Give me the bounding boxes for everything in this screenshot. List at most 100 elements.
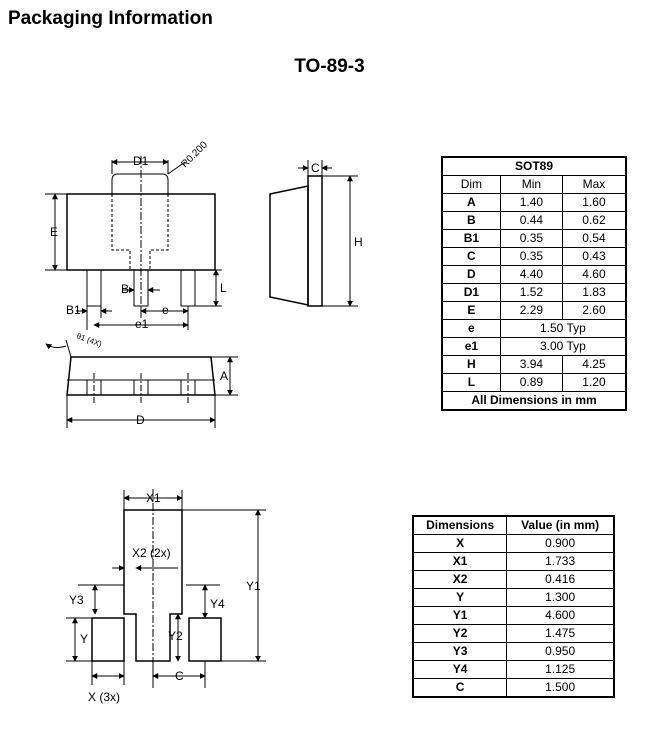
label-x3: X (3x) <box>88 690 120 704</box>
dim-cell: C <box>441 247 501 266</box>
label-e1: e1 <box>135 317 149 331</box>
label-a: A <box>220 369 228 383</box>
dim-cell: Y3 <box>412 642 508 661</box>
min-cell: 0.35 <box>499 247 563 266</box>
value-cell: 1.500 <box>506 678 615 698</box>
column-header: Max <box>561 175 627 194</box>
side-view-body <box>269 185 309 306</box>
value-cell: 0.900 <box>506 534 615 553</box>
value-cell: 1.300 <box>506 588 615 607</box>
label-theta: θ1 (4X) <box>75 331 103 349</box>
max-cell: 1.83 <box>561 283 627 302</box>
label-x2: X2 (2x) <box>132 546 171 560</box>
label-d1: D1 <box>133 154 149 168</box>
label-r: R0.200 <box>179 139 210 170</box>
dim-cell: Y1 <box>412 606 508 625</box>
label-y4: Y4 <box>210 597 225 611</box>
min-cell: 0.89 <box>499 373 563 392</box>
max-cell: 0.54 <box>561 229 627 248</box>
max-cell: 1.60 <box>561 193 627 212</box>
dim-cell: Y4 <box>412 660 508 679</box>
table-header-row: Dimensions Value (in mm) <box>412 515 615 535</box>
land-left-pad <box>91 617 125 662</box>
label-y1: Y1 <box>246 579 261 593</box>
value-cell: 0.416 <box>506 570 615 589</box>
dim-cell: X1 <box>412 552 508 571</box>
label-l: L <box>220 281 227 295</box>
value-cell: 0.950 <box>506 642 615 661</box>
package-title: TO-89-3 <box>294 56 365 77</box>
land-right-pad <box>188 617 222 662</box>
label-y: Y <box>80 632 88 646</box>
dim-cell: C <box>412 678 508 698</box>
dim-cell: D1 <box>441 283 501 302</box>
label-b1: B1 <box>66 303 81 317</box>
min-cell: 0.35 <box>499 229 563 248</box>
min-cell: 3.94 <box>499 355 563 374</box>
label-h: H <box>354 235 363 249</box>
max-cell: 4.60 <box>561 265 627 284</box>
value-cell: 1.125 <box>506 660 615 679</box>
label-y3: Y3 <box>69 593 84 607</box>
lead-left <box>86 269 102 307</box>
min-cell: 1.40 <box>499 193 563 212</box>
table-title: SOT89 <box>441 156 627 176</box>
column-header: Value (in mm) <box>506 515 615 535</box>
label-y2: Y2 <box>168 629 183 643</box>
label-c-land: C <box>175 669 184 683</box>
dim-cell: Y <box>412 588 508 607</box>
dim-cell: X2 <box>412 570 508 589</box>
typ-cell: 1.50 Typ <box>499 319 627 338</box>
dim-cell: e <box>441 319 501 338</box>
dim-cell: H <box>441 355 501 374</box>
lead-right <box>180 269 196 307</box>
max-cell: 0.43 <box>561 247 627 266</box>
dim-cell: B <box>441 211 501 230</box>
value-cell: 4.600 <box>506 606 615 625</box>
dim-cell: B1 <box>441 229 501 248</box>
dim-cell: D <box>441 265 501 284</box>
label-e-height: E <box>50 225 58 239</box>
top-view-tab-hidden <box>111 194 169 270</box>
table-title-row: SOT89 <box>441 156 627 176</box>
max-cell: 2.60 <box>561 301 627 320</box>
table-header-row: Dim Min Max <box>441 175 627 194</box>
dim-cell: Y2 <box>412 624 508 643</box>
land-center-pad <box>123 509 183 662</box>
dim-cell: A <box>441 193 501 212</box>
min-cell: 4.40 <box>499 265 563 284</box>
label-e-pitch: e <box>162 303 169 317</box>
max-cell: 4.25 <box>561 355 627 374</box>
label-d: D <box>136 413 145 427</box>
value-cell: 1.475 <box>506 624 615 643</box>
column-header: Dim <box>441 175 501 194</box>
min-cell: 0.44 <box>499 211 563 230</box>
dim-cell: e1 <box>441 337 501 356</box>
page-title: Packaging Information <box>8 8 213 29</box>
max-cell: 0.62 <box>561 211 627 230</box>
dim-cell: E <box>441 301 501 320</box>
dim-cell: L <box>441 373 501 392</box>
min-cell: 2.29 <box>499 301 563 320</box>
dim-cell: X <box>412 534 508 553</box>
min-cell: 1.52 <box>499 283 563 302</box>
